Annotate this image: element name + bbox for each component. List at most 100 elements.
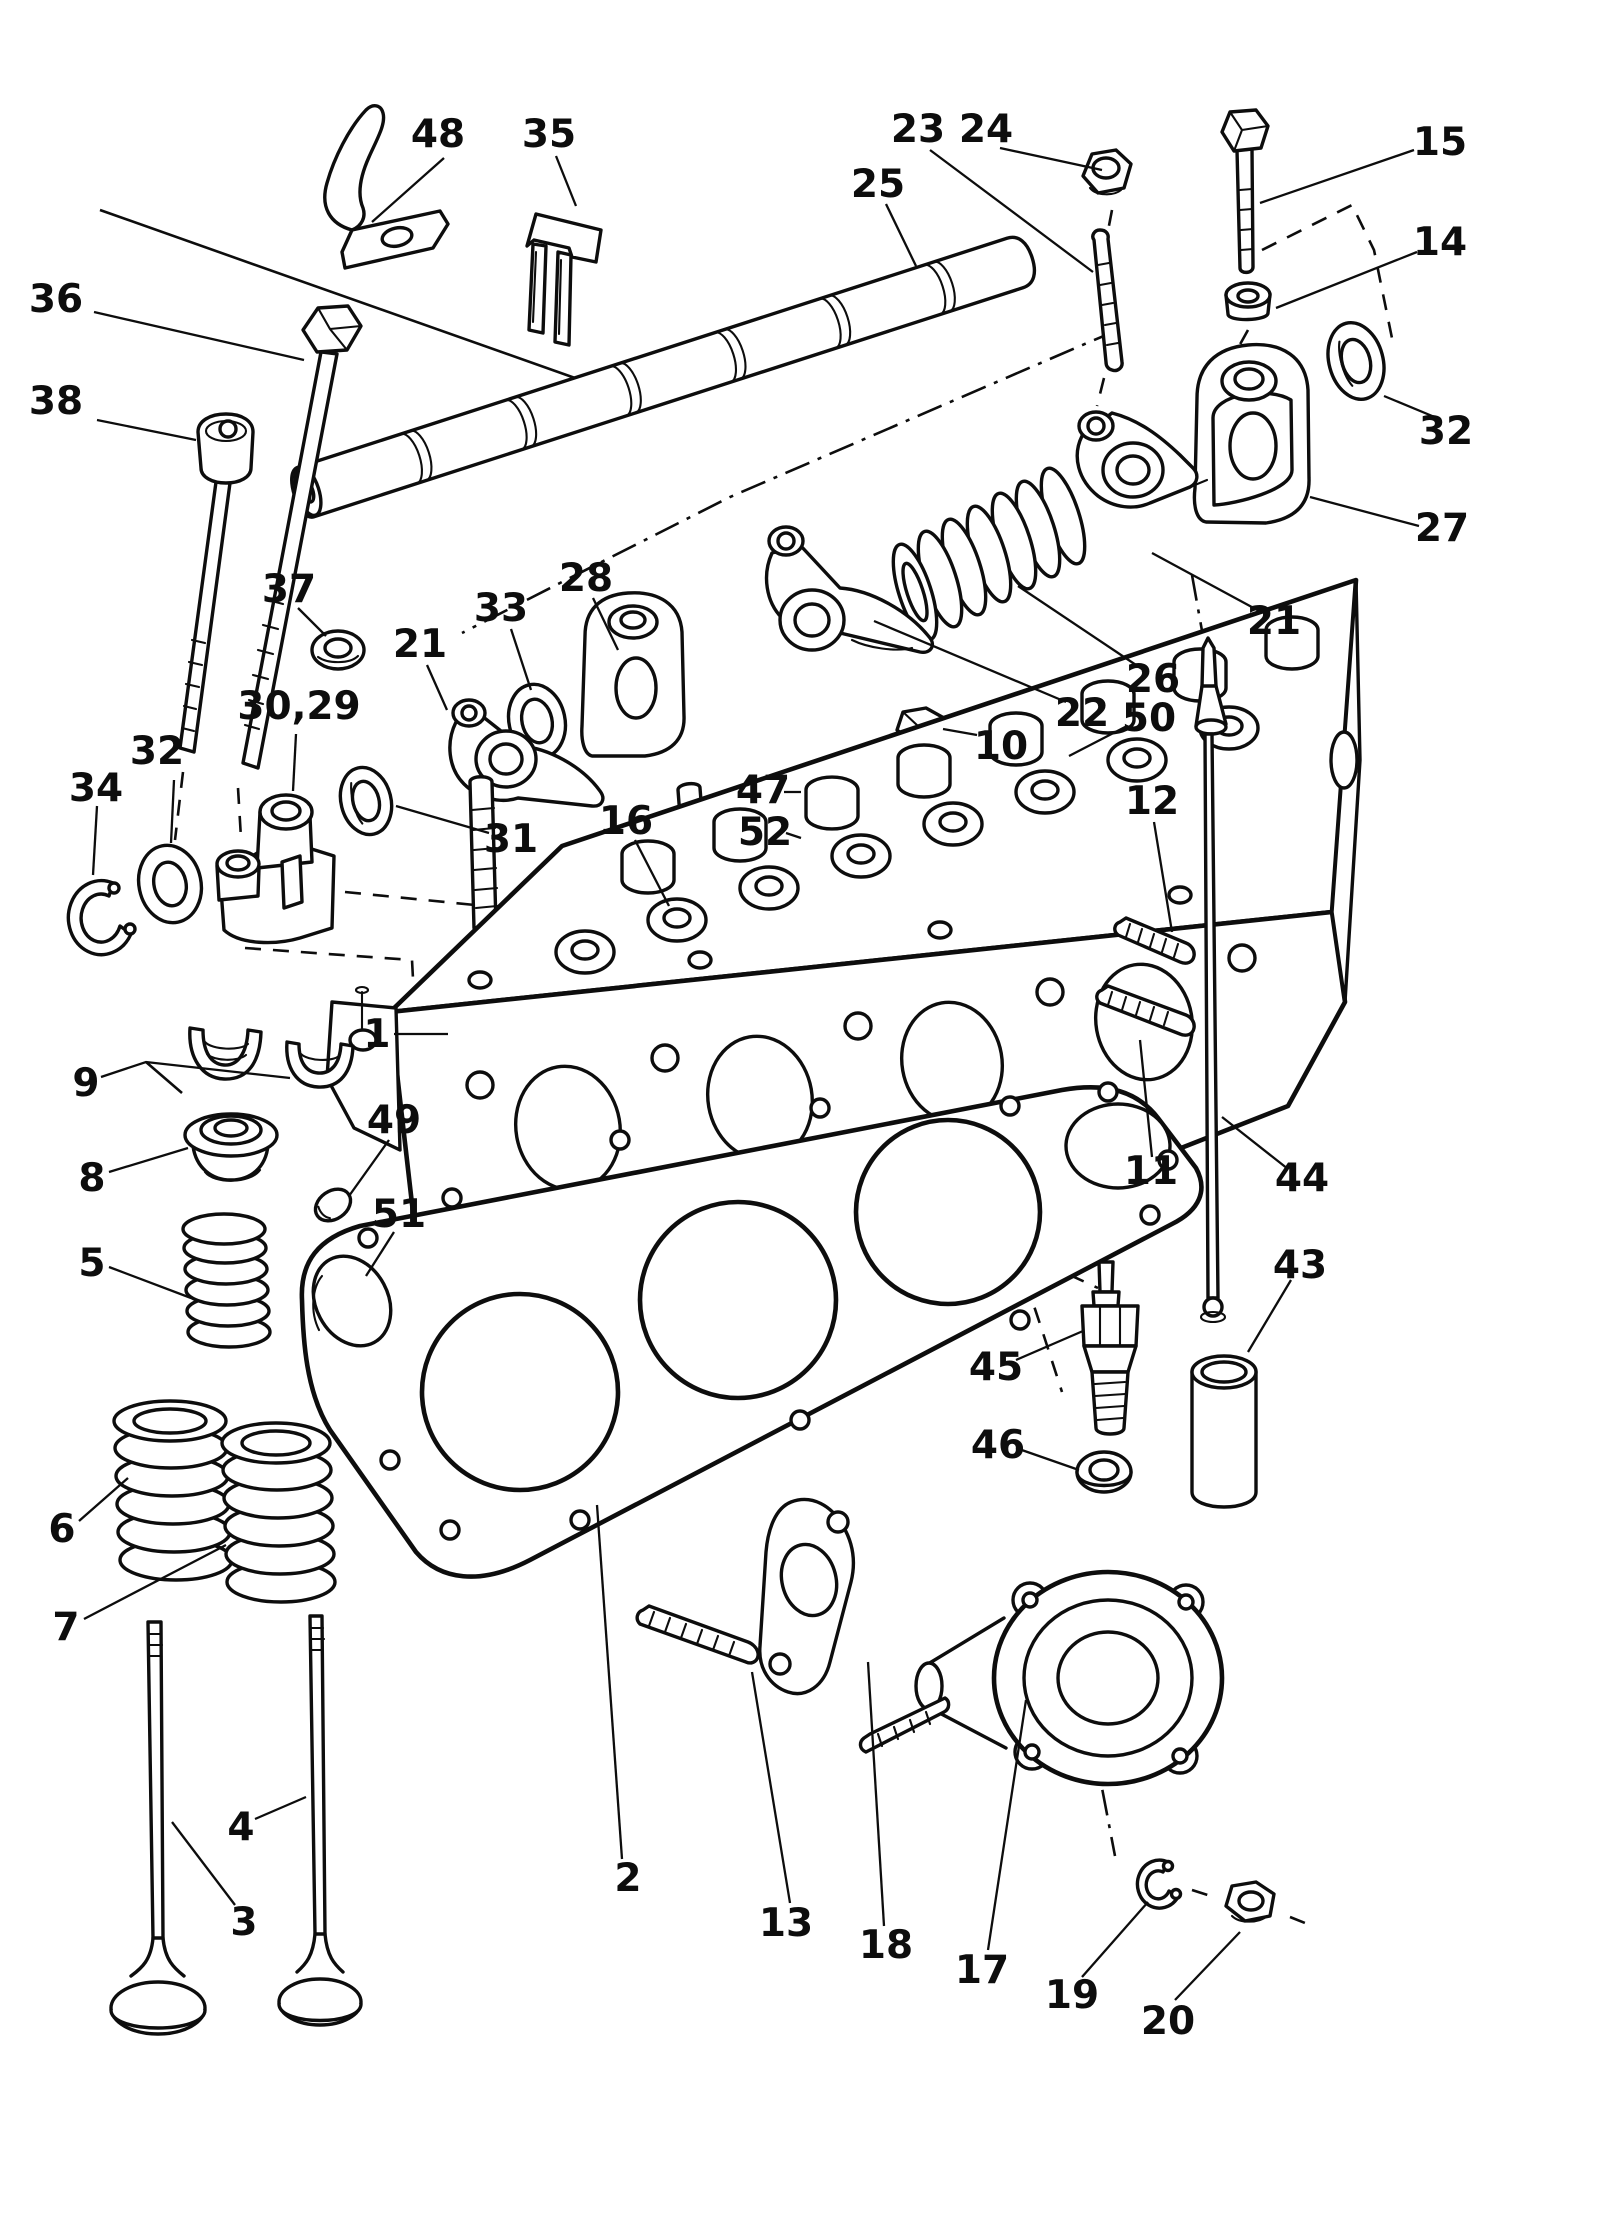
bolt-15: [1220, 108, 1270, 275]
part-label-52: 52: [738, 810, 792, 855]
stud-13: [635, 1604, 760, 1665]
washer-32-left: [136, 843, 204, 925]
leader-13: [750, 1671, 792, 1904]
leader-45: [1015, 1329, 1084, 1362]
washer14-axis: [1231, 329, 1250, 358]
leader-7: [83, 1543, 227, 1621]
leader-37: [297, 607, 327, 637]
leader-19: [1081, 1901, 1149, 1978]
stud23-axis: [1095, 377, 1106, 407]
pedestal-28: [580, 591, 686, 758]
leader-32r: [1383, 394, 1438, 420]
head-gasket-2: [299, 1081, 1204, 1579]
part-label-45: 45: [969, 1345, 1023, 1390]
plug-51: [311, 1254, 393, 1348]
collet-fork-line: [145, 1061, 183, 1094]
valve-3: [109, 1620, 207, 2036]
head-valve-bosses: [554, 705, 1260, 975]
part-label-21l: 21: [393, 622, 447, 667]
leader-15: [1259, 148, 1415, 205]
nut20-gap-dash: [1289, 1915, 1311, 1927]
leader-16: [633, 839, 671, 907]
leader-28: [591, 597, 620, 651]
part-label-30-29: 30,29: [237, 684, 360, 729]
tappet-cup-43: [1190, 1354, 1258, 1509]
leader-48: [371, 157, 445, 223]
leader-36: [93, 310, 305, 362]
part-label-44: 44: [1275, 1156, 1329, 1201]
plug-49: [313, 1187, 353, 1223]
part-label-3: 3: [230, 1900, 257, 1945]
part-label-14: 14: [1413, 220, 1467, 265]
part-label-28: 28: [559, 556, 613, 601]
part-label-11: 11: [1124, 1149, 1178, 1194]
part-label-48: 48: [411, 112, 465, 157]
part-label-5: 5: [78, 1241, 105, 1286]
leader-6: [78, 1477, 129, 1522]
part-label-43: 43: [1273, 1243, 1327, 1288]
part-label-32l: 32: [130, 729, 184, 774]
part-label-22: 22: [1055, 691, 1109, 736]
part-label-38: 38: [29, 379, 83, 424]
leader-52: [785, 831, 802, 840]
circlip-34: [66, 878, 137, 957]
part-label-34: 34: [69, 766, 123, 811]
leader-25: [884, 203, 918, 267]
leader-31: [395, 804, 490, 835]
rocker-arm-22: [764, 525, 935, 654]
pushrod-44: [1194, 636, 1228, 1324]
part-label-49: 49: [367, 1098, 421, 1143]
leader-10: [942, 727, 978, 737]
head-bolt-holes: [467, 885, 1193, 990]
part-label-31: 31: [484, 817, 538, 862]
leader-22: [873, 619, 1067, 704]
stud-23: [1091, 228, 1124, 373]
part-label-36: 36: [29, 277, 83, 322]
part-label-33: 33: [474, 586, 528, 631]
bracket-35: [525, 212, 603, 347]
pedestal-30-29: [215, 793, 336, 945]
leader-20: [1174, 1931, 1241, 2001]
leader-21r: [1151, 551, 1262, 614]
leader-4: [254, 1795, 307, 1821]
part-label-7: 7: [52, 1605, 79, 1650]
part-label-35: 35: [522, 112, 576, 157]
bolt15-route: [1261, 203, 1396, 349]
part-label-27: 27: [1415, 506, 1469, 551]
thermostat-housing-17: [858, 1569, 1225, 1787]
nut-20: [1224, 1880, 1276, 1923]
temp-sensor-45: [1080, 1260, 1140, 1436]
part-label-20: 20: [1141, 1999, 1195, 2044]
washer-46: [1075, 1450, 1133, 1494]
spring-seat-8: [183, 1112, 279, 1182]
leader-3: [171, 1821, 236, 1906]
leader-21l: [425, 664, 449, 711]
leader-50: [1068, 724, 1128, 758]
leader-12: [1152, 821, 1174, 933]
leader-51: [365, 1231, 395, 1277]
part-label-13: 13: [759, 1901, 813, 1946]
leader-lines: [78, 146, 1438, 2001]
pedestal-27: [1192, 342, 1311, 525]
valve-collets-9: [188, 1026, 355, 1089]
part-label-17: 17: [955, 1948, 1009, 1993]
leader-24: [999, 146, 1103, 172]
leader-49: [348, 1139, 390, 1197]
rocker-shaft-axis: [461, 328, 1119, 635]
circlip-19: [1135, 1858, 1183, 1910]
rocker-shaft-25: [290, 235, 1037, 519]
nut24-axis: [1105, 209, 1114, 237]
stud-12: [1113, 916, 1196, 965]
leader-30-29: [291, 733, 298, 792]
clamp-hook-48: [323, 104, 450, 270]
part-label-21r: 21: [1247, 599, 1301, 644]
part-label-15: 15: [1413, 120, 1467, 165]
washer-37: [310, 629, 366, 671]
part-label-24: 24: [959, 107, 1013, 152]
part-label-9: 9: [72, 1061, 99, 1106]
part-label-8: 8: [78, 1156, 105, 1201]
rocker-arm-21-right: [1075, 410, 1209, 509]
part-label-46: 46: [971, 1423, 1025, 1468]
bolt-36: [241, 304, 363, 770]
leader-2: [595, 1504, 624, 1860]
